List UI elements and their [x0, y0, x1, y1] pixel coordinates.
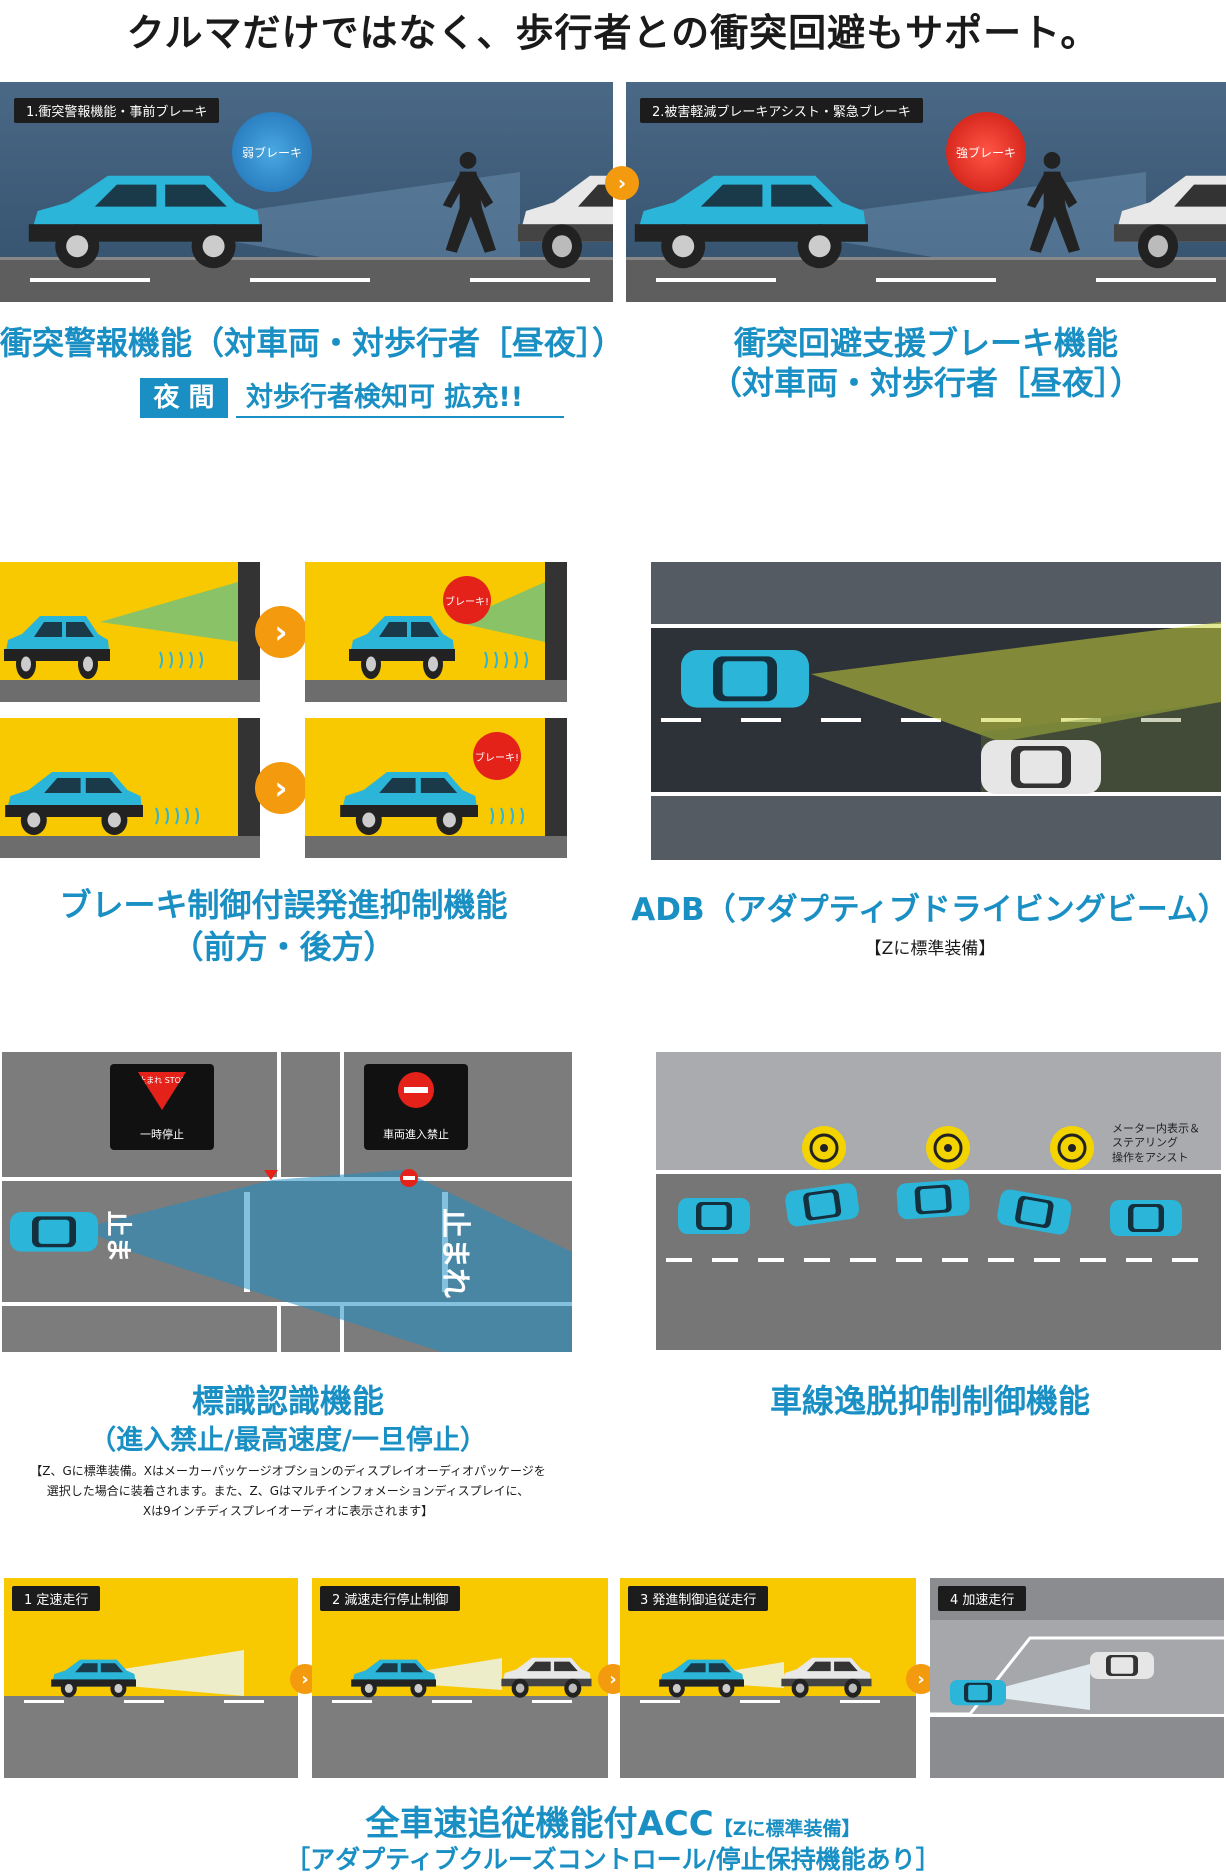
car-icon — [784, 1181, 861, 1228]
car-icon — [678, 1198, 750, 1234]
lane-departure-panel: メーター内表示＆ ステアリング 操作をアシスト — [656, 1052, 1221, 1350]
stop-sign-icon: 止まれ STOP — [138, 1072, 186, 1110]
panel-tag: 2.被害軽減ブレーキアシスト・緊急ブレーキ — [640, 98, 923, 123]
car-icon — [28, 175, 262, 269]
misstart-front-panel-1 — [0, 562, 260, 702]
car-icon — [349, 616, 455, 679]
car-icon — [518, 175, 613, 269]
chevron-right-icon: › — [255, 606, 307, 658]
car-icon — [5, 772, 144, 835]
brake-bubble: ブレーキ! — [443, 576, 491, 624]
car-icon — [501, 1657, 592, 1698]
lane-departure-caption: 車線逸脱抑制制御機能 — [769, 1382, 1090, 1420]
sign-recognition-note-2: 選択した場合に装着されます。また、Z、Gはマルチインフォメーションディスプレイに… — [46, 1484, 530, 1498]
no-entry-caption: 車両進入禁止 — [383, 1128, 449, 1141]
acc-caption: 全車速追従機能付ACC【Zに標準装備】 — [0, 1796, 1226, 1845]
panel-tag: 1 定速走行 — [12, 1586, 101, 1611]
acc-caption-2: ［アダプティブクルーズコントロール/停止保持機能あり］ — [285, 1845, 941, 1874]
collision-avoidance-caption-1: 衝突回避支援ブレーキ機能 — [733, 324, 1118, 362]
collision-warning-panel: 1.衝突警報機能・事前ブレーキ 弱ブレーキ — [0, 82, 613, 302]
acc-caption-note: 【Zに標準装備】 — [713, 1818, 861, 1840]
night-detection-text: 対歩行者検知可 拡充!! — [236, 378, 564, 418]
acc-step4-panel: 4 加速走行 — [930, 1578, 1224, 1778]
no-entry-icon — [398, 1072, 434, 1108]
misstart-caption-2: （前方・後方） — [171, 928, 396, 966]
car-icon — [51, 1659, 137, 1698]
misstart-rear-panel-1 — [0, 718, 260, 858]
car-icon — [995, 1188, 1073, 1236]
car-icon — [10, 1212, 98, 1252]
road-marking-left: 止ま — [102, 1210, 133, 1263]
car-icon — [351, 1659, 436, 1698]
misstart-front-panel-2: ブレーキ! — [305, 562, 567, 702]
page-headline: クルマだけではなく、歩行者との衝突回避もサポート。 — [126, 11, 1100, 55]
adb-panel — [651, 562, 1221, 860]
panel-tag: 3 発進制御追従走行 — [628, 1586, 769, 1611]
sign-recognition-caption-2: （進入禁止/最高速度/一旦停止） — [89, 1425, 487, 1456]
car-icon — [981, 740, 1101, 794]
lane-assist-note: メーター内表示＆ ステアリング 操作をアシスト — [1112, 1122, 1200, 1164]
sign-recognition-caption-1: 標識認識機能 — [191, 1382, 384, 1420]
no-entry-popup: 車両進入禁止 — [364, 1064, 468, 1150]
night-badge: 夜 間 — [140, 378, 228, 418]
collision-warning-caption: 衝突警報機能（対車両・対歩行者［昼夜］） — [0, 324, 625, 362]
steering-wheel-icon — [802, 1126, 1094, 1170]
chevron-right-icon: › — [605, 166, 639, 200]
road-marking-right: 止まれ — [437, 1208, 472, 1298]
car-icon — [634, 175, 868, 269]
sign-recognition-note-1: 【Z、Gに標準装備。Xはメーカーパッケージオプションのディスプレイオーディオパッ… — [30, 1464, 546, 1478]
brake-bubble: 弱ブレーキ — [232, 112, 312, 192]
misstart-caption-1: ブレーキ制御付誤発進抑制機能 — [59, 886, 508, 924]
car-icon — [1110, 1200, 1182, 1236]
chevron-right-icon: › — [255, 762, 307, 814]
car-icon — [4, 616, 110, 679]
emergency-brake-panel: 2.被害軽減ブレーキアシスト・緊急ブレーキ 強ブレーキ — [626, 82, 1226, 302]
panel-tag: 2 減速走行停止制御 — [320, 1586, 461, 1611]
car-icon — [781, 1657, 872, 1698]
acc-step1-panel: 1 定速走行 — [4, 1578, 298, 1778]
misstart-rear-panel-2: ブレーキ! — [305, 718, 567, 858]
stop-sign-popup: 止まれ STOP 一時停止 — [110, 1064, 214, 1150]
brake-bubble: 強ブレーキ — [946, 112, 1026, 192]
car-icon — [681, 650, 809, 708]
panel-tag: 1.衝突警報機能・事前ブレーキ — [14, 98, 220, 123]
car-icon — [659, 1659, 744, 1698]
panel-tag: 4 加速走行 — [938, 1586, 1027, 1611]
adb-caption: ADB（アダプティブドライビングビーム） — [631, 892, 1226, 928]
stop-sign-caption: 一時停止 — [140, 1128, 184, 1141]
adb-note: 【Zに標準装備】 — [864, 939, 996, 959]
car-icon — [340, 772, 478, 835]
sign-recognition-panel: 止まれ STOP 一時停止 車両進入禁止 止ま 止まれ — [2, 1052, 572, 1352]
acc-step3-panel: 3 発進制御追従走行 — [620, 1578, 916, 1778]
sign-recognition-note-3: Xは9インチディスプレイオーディオに表示されます】 — [142, 1504, 434, 1518]
acc-caption-main: 全車速追従機能付ACC — [365, 1804, 714, 1844]
car-icon — [1090, 1652, 1154, 1679]
car-icon — [896, 1178, 971, 1220]
car-icon — [950, 1680, 1006, 1706]
collision-avoidance-caption-2: （対車両・対歩行者［昼夜］） — [709, 364, 1142, 402]
brake-bubble: ブレーキ! — [473, 732, 521, 780]
acc-step2-panel: 2 減速走行停止制御 — [312, 1578, 608, 1778]
